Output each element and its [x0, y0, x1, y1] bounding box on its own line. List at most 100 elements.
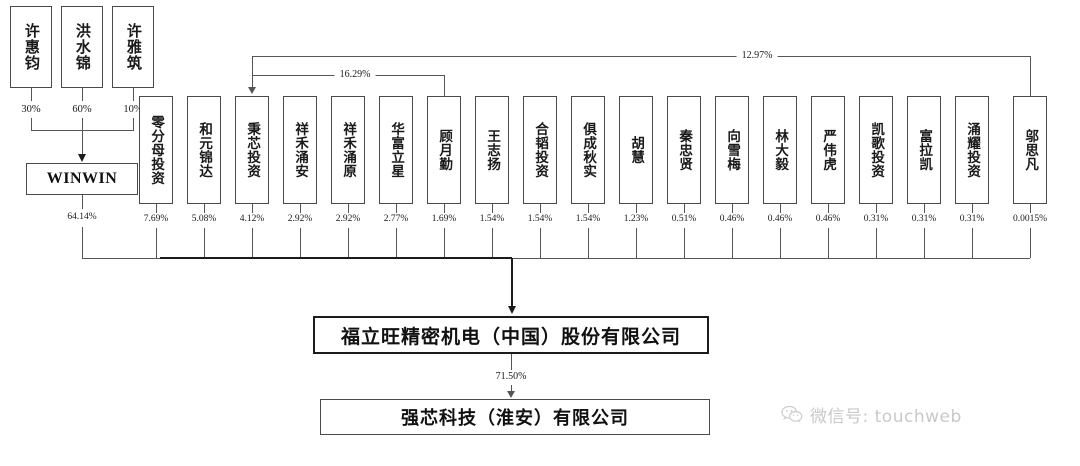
shareholder-box-0: 零分母投资 [139, 96, 173, 204]
shareholder-name: 祥禾涌原 [340, 122, 357, 178]
subsidiary-arrow [507, 391, 515, 398]
sh-pct-5: 2.77% [383, 214, 409, 224]
shareholder-name: 零分母投资 [148, 115, 165, 185]
cross-link-1629-right-drop [444, 75, 445, 96]
sh-pct-1: 5.08% [191, 214, 217, 224]
shareholder-name: 和元锦达 [196, 122, 213, 178]
owner-pct-1: 60% [72, 104, 92, 115]
sh-stem-upper-10 [636, 204, 637, 213]
owner-name: 洪水锦 [73, 23, 92, 71]
convergence-bus-main [160, 257, 512, 259]
sh-pct-14: 0.46% [815, 214, 841, 224]
shareholder-box-7: 王志扬 [475, 96, 509, 204]
shareholder-name: 胡慧 [628, 136, 645, 164]
owner-pct-2: 10% [123, 104, 143, 115]
winwin-stem-upper [82, 195, 83, 209]
convergence-bus [82, 258, 1030, 259]
sh-stem-lower-2 [252, 228, 253, 258]
shareholder-box-6: 顾月勤 [427, 96, 461, 204]
main-company-drop [511, 258, 513, 308]
sh-stem-upper-2 [252, 204, 253, 213]
shareholder-box-12: 向雪梅 [715, 96, 749, 204]
cross-link-target-drop [252, 56, 253, 88]
owner-stem-0 [31, 88, 32, 101]
cross-link-target-arrow [248, 87, 256, 94]
owner-box-2: 许雅筑 [112, 6, 154, 88]
sh-pct-15: 0.31% [863, 214, 889, 224]
sh-pct-2: 4.12% [239, 214, 265, 224]
shareholder-box-2: 秉芯投资 [235, 96, 269, 204]
owner-merge-drop [82, 130, 83, 155]
winwin-stem-lower [82, 227, 83, 258]
sh-stem-upper-8 [540, 204, 541, 213]
sh-pct-18: 0.0015% [1012, 214, 1048, 224]
shareholder-box-14: 严伟虎 [811, 96, 845, 204]
owner-stem-lower-2 [133, 118, 134, 130]
sh-stem-lower-18 [1030, 228, 1031, 258]
shareholder-box-3: 祥禾涌安 [283, 96, 317, 204]
sh-stem-upper-15 [876, 204, 877, 213]
sh-stem-lower-6 [444, 228, 445, 258]
owner-name: 许雅筑 [124, 23, 143, 71]
sh-stem-lower-13 [780, 228, 781, 258]
owner-name: 许惠钧 [22, 23, 41, 71]
sh-stem-lower-11 [684, 228, 685, 258]
cross-link-1297-bar [252, 56, 1030, 57]
shareholder-name: 王志扬 [484, 129, 501, 171]
sh-stem-upper-4 [348, 204, 349, 213]
sh-pct-10: 1.23% [623, 214, 649, 224]
owner-box-1: 洪水锦 [61, 6, 103, 88]
sh-stem-lower-14 [828, 228, 829, 258]
sh-stem-upper-5 [396, 204, 397, 213]
shareholder-box-1: 和元锦达 [187, 96, 221, 204]
shareholder-name: 祥禾涌安 [292, 122, 309, 178]
sh-stem-lower-7 [492, 228, 493, 258]
sh-stem-lower-5 [396, 228, 397, 258]
wechat-icon [781, 405, 803, 424]
sh-pct-4: 2.92% [335, 214, 361, 224]
sh-stem-upper-13 [780, 204, 781, 213]
sh-stem-upper-17 [972, 204, 973, 213]
shareholder-box-18: 邬思凡 [1013, 96, 1047, 204]
owner-box-0: 许惠钧 [10, 6, 52, 88]
shareholder-box-5: 华富立星 [379, 96, 413, 204]
shareholder-box-15: 凯歌投资 [859, 96, 893, 204]
sh-stem-upper-9 [588, 204, 589, 213]
shareholder-name: 向雪梅 [724, 129, 741, 171]
sh-pct-0: 7.69% [143, 214, 169, 224]
sh-stem-upper-14 [828, 204, 829, 213]
shareholder-name: 合韬投资 [532, 122, 549, 178]
shareholder-box-11: 秦忠贤 [667, 96, 701, 204]
sh-pct-12: 0.46% [719, 214, 745, 224]
owner-stem-2 [133, 88, 134, 101]
sh-pct-11: 0.51% [671, 214, 697, 224]
sh-pct-3: 2.92% [287, 214, 313, 224]
sh-stem-lower-9 [588, 228, 589, 258]
shareholder-box-8: 合韬投资 [523, 96, 557, 204]
sh-pct-6: 1.69% [431, 214, 457, 224]
sh-stem-lower-10 [636, 228, 637, 258]
sh-stem-upper-0 [156, 204, 157, 213]
main-company-arrow [507, 306, 516, 314]
sh-pct-17: 0.31% [959, 214, 985, 224]
owner-merge-arrow [77, 154, 86, 162]
subsidiary-label: 强芯科技（淮安）有限公司 [401, 408, 629, 429]
sh-stem-lower-16 [924, 228, 925, 258]
sh-stem-lower-12 [732, 228, 733, 258]
sh-stem-lower-1 [204, 228, 205, 258]
shareholder-box-9: 俱成秋实 [571, 96, 605, 204]
sh-stem-lower-8 [540, 228, 541, 258]
subsidiary-stem-lower [511, 385, 512, 393]
owner-stem-lower-1 [82, 118, 83, 130]
watermark-text: 微信号: touchweb [810, 407, 962, 427]
winwin-label: WINWIN [46, 170, 118, 187]
subsidiary-stem-upper [511, 354, 512, 370]
sh-pct-7: 1.54% [479, 214, 505, 224]
cross-link-1297-label: 12.97% [736, 50, 778, 61]
sh-stem-lower-15 [876, 228, 877, 258]
sh-pct-9: 1.54% [575, 214, 601, 224]
shareholder-name: 富拉凯 [916, 129, 933, 171]
owner-stem-lower-0 [31, 118, 32, 130]
shareholder-name: 华富立星 [388, 122, 405, 178]
